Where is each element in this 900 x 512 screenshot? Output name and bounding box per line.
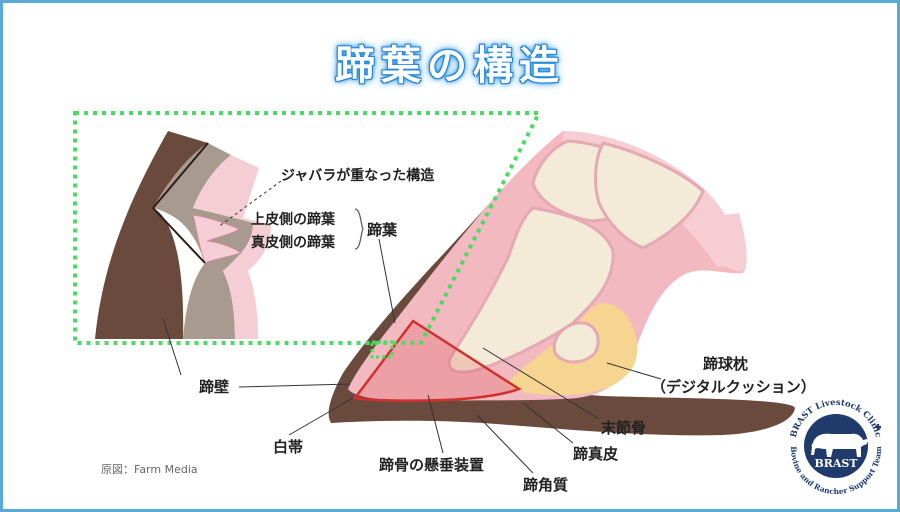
image-credit: 原図：Farm Media [101,463,198,476]
label-horn: 蹄角質 [523,476,569,494]
inset-boundary-line-top [152,142,209,209]
label-true-dermis: 真皮側の蹄葉 [251,235,335,251]
bellows-pointer [217,180,282,228]
hoof-cross-section [328,131,795,436]
laminae-leader [378,238,396,324]
inset-dermal-layer [193,155,271,339]
white-line-leader [288,397,354,436]
inset-hoof-wall [95,131,208,339]
logo-name: BRAST [814,457,858,470]
inset-laminae-folds [192,214,243,264]
page-title: 蹄葉の構造 [335,43,565,89]
inset-wall-leader [162,318,182,376]
label-upper-dermis: 上皮側の蹄葉 [251,212,335,228]
label-distal-phalanx: 末節骨 [601,419,647,437]
label-digital-cushion: 蹄球枕 [703,355,749,373]
distal-phalanx-leader [482,347,600,420]
laminae-bracket [354,208,364,250]
hoof-wall-leader [238,383,351,388]
leader-lines [162,238,662,474]
cushion-leader [606,362,662,380]
horn-leader [476,414,534,474]
inset-boundary-line [152,207,206,264]
label-bellows: ジャバラが重なった構造 [281,168,435,184]
label-corium: 蹄真皮 [573,445,619,463]
label-suspensory: 蹄骨の懸垂装置 [379,456,485,474]
label-hoof-wall: 蹄壁 [199,378,230,396]
laminae-inset [73,111,543,345]
label-digital-cushion-sub: （デジタルクッション） [651,378,816,396]
suspensory-leader [427,394,444,454]
inset-border [73,111,543,345]
label-white-line: 白帯 [273,438,304,456]
cow-icon [811,433,868,457]
hoof-diagram [73,111,795,474]
label-laminae: 蹄葉 [367,221,398,239]
logo-cross-icon [875,424,881,430]
brast-logo: BRAST BRAST Livestock Clinic Bovine and … [789,398,883,496]
navicular-bone [552,321,600,364]
suspensory-callout [352,319,522,402]
zoom-marker [370,340,394,359]
pastern-bone [594,141,705,250]
corium-leader [522,402,574,444]
